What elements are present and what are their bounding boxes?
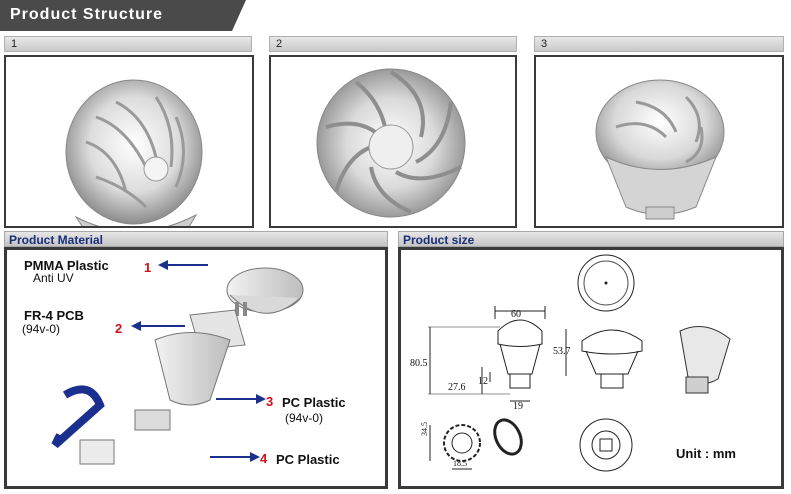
material-4-number: 4	[260, 451, 268, 466]
view-1-number: 1	[11, 38, 18, 50]
material-3-number: 3	[266, 394, 274, 409]
lamp-front-view-image	[316, 68, 466, 218]
material-3-note: (94v-0)	[285, 411, 324, 425]
size-heading: Product size	[403, 233, 475, 247]
arrow-left-1-icon	[158, 260, 208, 270]
view-1-bar: 1	[4, 36, 252, 52]
dim-width-top: 60	[511, 309, 521, 320]
material-2-number: 2	[115, 321, 123, 336]
page-title: Product Structure	[10, 6, 164, 23]
section-title-bar	[0, 0, 246, 31]
material-4-name: PC Plastic	[276, 452, 340, 467]
product-view-2	[269, 55, 517, 228]
unit-label: Unit : mm	[676, 446, 736, 461]
lamp-side-view-image	[65, 79, 203, 243]
dim-height-right: 53.7	[553, 346, 571, 357]
material-1-name: PMMA Plastic	[24, 258, 109, 273]
material-1-number: 1	[144, 260, 152, 275]
dim-pcb-width: 18.5	[453, 459, 467, 468]
arrow-right-3-icon	[216, 394, 266, 404]
arrow-right-4-icon	[210, 452, 260, 462]
material-2-note: (94v-0)	[22, 322, 61, 336]
material-heading-bar: Product Material	[4, 231, 388, 247]
size-heading-bar: Product size	[398, 231, 784, 247]
view-2-bar: 2	[269, 36, 517, 52]
material-3-name: PC Plastic	[282, 395, 346, 410]
dim-pcb-height: 34.5	[420, 422, 429, 436]
view-3-number: 3	[541, 38, 548, 50]
material-heading: Product Material	[9, 233, 104, 247]
dim-height-mid: 27.6	[448, 382, 466, 393]
product-view-1	[4, 55, 254, 243]
exploded-view-drawing	[51, 267, 304, 465]
dimension-drawing	[428, 254, 731, 472]
lamp-angle-view-image	[595, 79, 725, 220]
title-bar-notch	[232, 0, 246, 31]
arrow-left-2-icon	[131, 321, 185, 331]
view-2-number: 2	[276, 38, 283, 50]
material-1-note: Anti UV	[33, 271, 74, 285]
view-3-bar: 3	[534, 36, 784, 52]
product-view-3	[534, 55, 784, 228]
dim-base-width: 19	[513, 401, 523, 412]
dim-height-total: 80.5	[410, 358, 428, 369]
dim-height-small: 12	[478, 376, 488, 387]
material-2-name: FR-4 PCB	[24, 308, 84, 323]
